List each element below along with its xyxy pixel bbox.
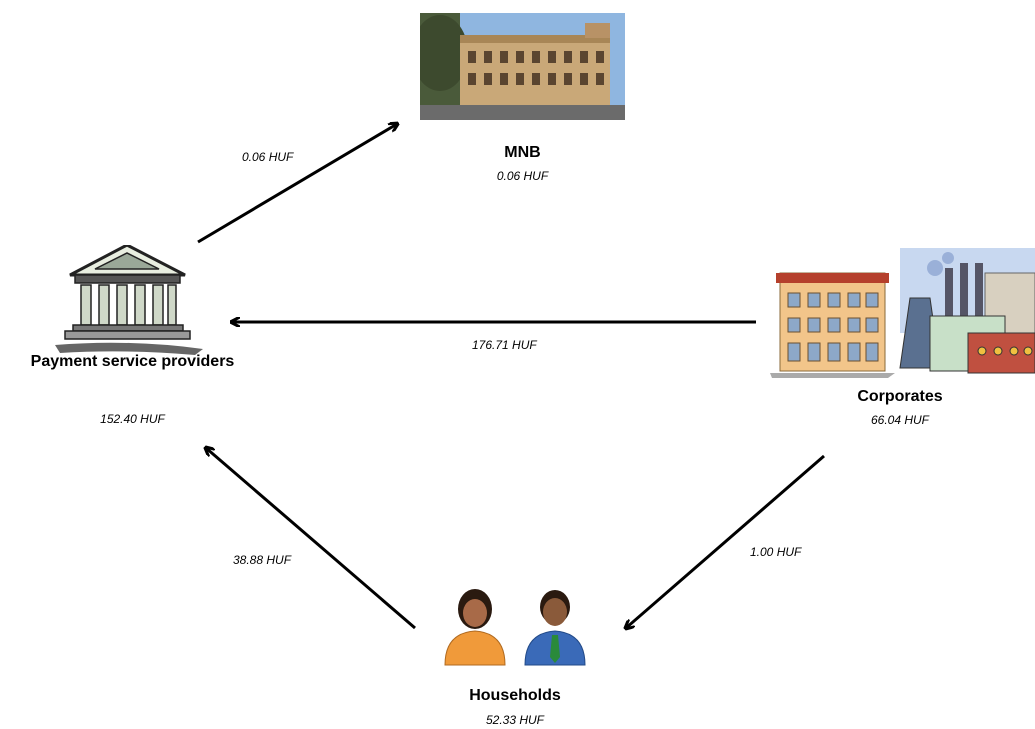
- bank-building-icon: [55, 245, 205, 360]
- flow-psp-to-mnb-label: 0.06 HUF: [242, 150, 294, 164]
- flow-corporates-to-psp-label: 176.71 HUF: [472, 338, 537, 352]
- households-name: Households: [469, 687, 561, 704]
- psp-name: Payment service providers: [30, 353, 235, 370]
- psp-value: 152.40 HUF: [100, 412, 165, 426]
- central-bank-building-icon: [420, 13, 625, 120]
- corporates-value: 66.04 HUF: [870, 413, 930, 427]
- arrow-psp-to-mnb: [197, 124, 397, 244]
- arrow-households-to-psp: [206, 448, 416, 630]
- mnb-value: 0.06 HUF: [496, 169, 549, 183]
- flow-corporates-to-households-label: 1.00 HUF: [750, 545, 802, 559]
- mnb-name: MNB: [504, 144, 541, 161]
- arrow-corporates-to-households: [626, 454, 825, 628]
- people-icon: [440, 585, 590, 667]
- factory-office-icon: [770, 248, 1035, 378]
- flow-households-to-psp-label: 38.88 HUF: [233, 553, 292, 567]
- households-value: 52.33 HUF: [485, 713, 545, 727]
- corporates-name: Corporates: [857, 388, 943, 405]
